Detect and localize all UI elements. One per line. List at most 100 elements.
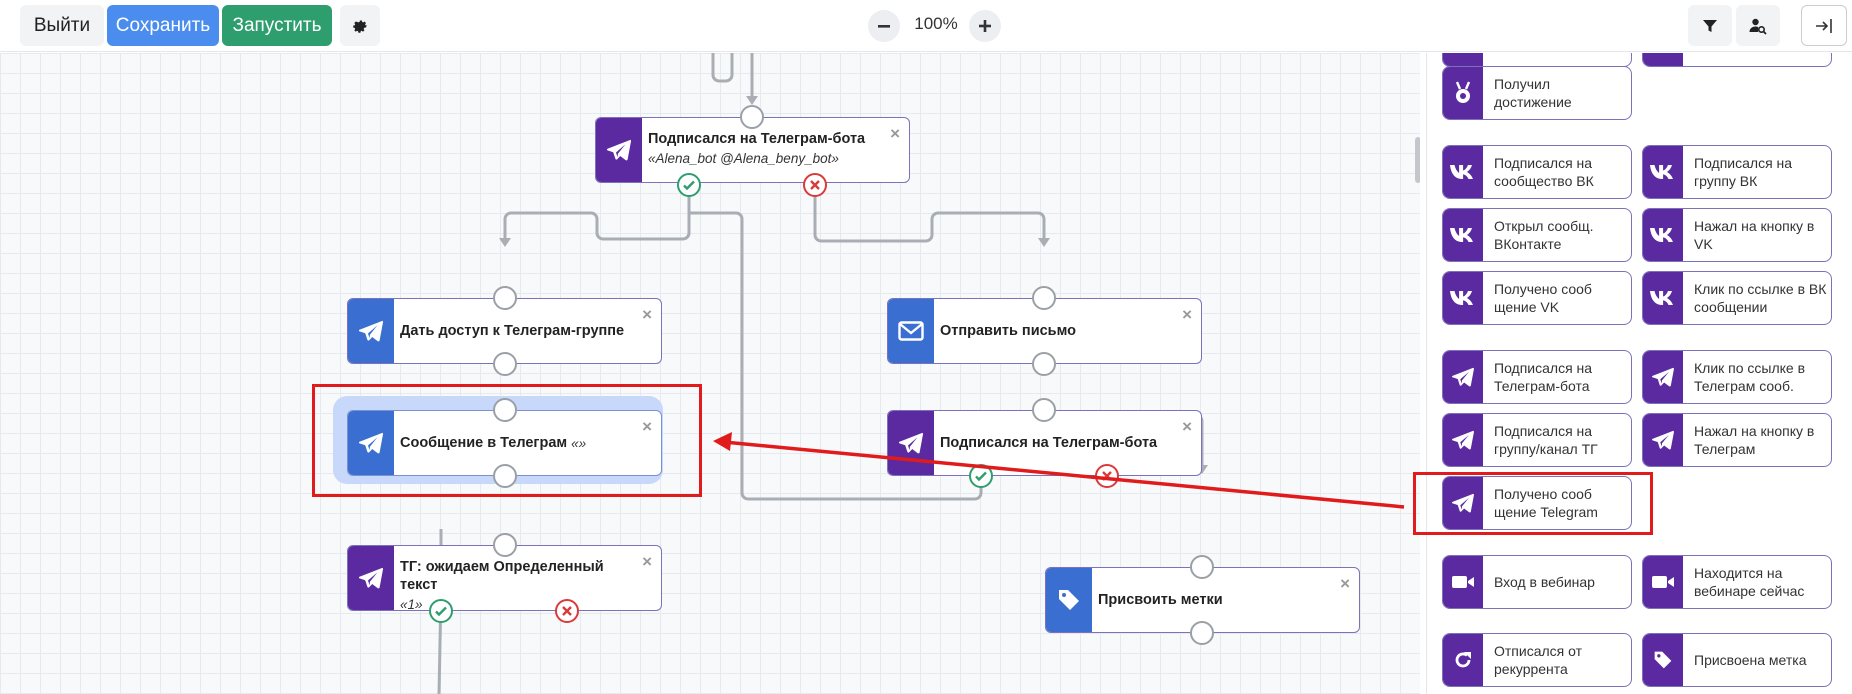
block-card-tag-assigned[interactable]: Присвоена метка xyxy=(1642,633,1832,687)
check-icon xyxy=(975,471,987,482)
block-card-vk-opened-message[interactable]: Открыл сообщ. ВКонтакте xyxy=(1442,208,1632,262)
envelope-icon xyxy=(888,299,934,363)
plus-icon xyxy=(979,20,991,32)
block-card-tg-group-subscribe[interactable]: Подписался на группу/канал ТГ xyxy=(1442,413,1632,467)
block-card-label: Находится на вебинаре сейчас xyxy=(1694,565,1805,599)
close-icon[interactable]: × xyxy=(1182,305,1192,324)
telegram-icon xyxy=(1643,351,1683,403)
close-icon[interactable]: × xyxy=(890,124,900,143)
close-icon[interactable]: × xyxy=(1340,574,1350,593)
block-card-vk-link-click[interactable]: Клик по ссылке в ВК сообщении xyxy=(1642,271,1832,325)
block-card-label: Получено сооб щение Telegram xyxy=(1494,486,1598,520)
tag-icon xyxy=(1046,568,1092,632)
block-card-tg-bot-subscribe[interactable]: Подписался на Телеграм-бота xyxy=(1442,350,1632,404)
blocks-panel: Получил достижение Подписался на сообщес… xyxy=(1426,53,1852,694)
error-port[interactable] xyxy=(803,173,827,197)
block-card-label: Отписался от рекуррента xyxy=(1494,643,1583,677)
node-title: Сообщение в Телеграм xyxy=(400,435,568,451)
telegram-icon xyxy=(348,411,394,475)
telegram-icon xyxy=(1443,477,1483,529)
success-port[interactable] xyxy=(969,464,993,488)
node-subtitle: «Alena_bot @Alena_beny_bot» xyxy=(648,151,839,166)
canvas-scrollbar[interactable] xyxy=(1415,137,1420,183)
block-card-label: Клик по ссылке в Телеграм сооб. xyxy=(1694,360,1806,394)
refresh-icon xyxy=(1443,634,1483,686)
vk-icon xyxy=(1443,146,1483,198)
run-button[interactable]: Запустить xyxy=(222,5,332,46)
video-icon xyxy=(1443,556,1483,608)
error-port[interactable] xyxy=(1095,464,1119,488)
block-card-tg-button-pressed[interactable]: Нажал на кнопку в Телеграм xyxy=(1642,413,1832,467)
highlight-box-canvas xyxy=(312,384,702,497)
block-card-tg-message-received[interactable]: Получено сооб щение Telegram xyxy=(1442,476,1632,530)
block-icon xyxy=(1643,53,1683,66)
save-button[interactable]: Сохранить xyxy=(107,5,219,46)
highlight-box-panel xyxy=(1413,472,1653,535)
block-card-vk-message-received[interactable]: Получено сооб щение VK xyxy=(1442,271,1632,325)
block-card-label: Открыл сообщ. ВКонтакте xyxy=(1494,218,1594,252)
zoom-in-button[interactable] xyxy=(969,10,1001,42)
zoom-out-button[interactable] xyxy=(868,10,900,42)
input-port[interactable] xyxy=(1190,555,1214,579)
telegram-icon xyxy=(1643,414,1683,466)
block-card-label: Подписался на сообщество ВК xyxy=(1494,155,1594,189)
telegram-icon xyxy=(348,546,394,610)
error-port[interactable] xyxy=(555,599,579,623)
node-title: Присвоить метки xyxy=(1098,592,1223,608)
output-port[interactable] xyxy=(493,352,517,376)
settings-button[interactable] xyxy=(340,5,380,46)
block-card-vk-group[interactable]: Подписался на группу ВК xyxy=(1642,145,1832,199)
medal-icon xyxy=(1443,67,1483,119)
gear-icon xyxy=(353,19,368,33)
block-card-label: Подписался на группу/канал ТГ xyxy=(1494,423,1598,457)
close-icon[interactable]: × xyxy=(1182,417,1192,436)
check-icon xyxy=(435,606,447,617)
block-card-label: Вход в вебинар xyxy=(1494,574,1595,590)
telegram-icon xyxy=(1443,414,1483,466)
exit-button[interactable]: Выйти xyxy=(20,5,104,46)
success-port[interactable] xyxy=(429,599,453,623)
block-icon xyxy=(1443,53,1483,66)
input-port[interactable] xyxy=(493,286,517,310)
vk-icon xyxy=(1443,272,1483,324)
block-card-webinar-enter[interactable]: Вход в вебинар xyxy=(1442,555,1632,609)
zoom-level: 100% xyxy=(914,14,958,33)
output-port[interactable] xyxy=(1190,621,1214,645)
node-title: Подписался на Телеграм-бота xyxy=(648,131,866,147)
input-port[interactable] xyxy=(740,105,764,129)
input-port[interactable] xyxy=(493,533,517,557)
x-icon xyxy=(1102,471,1112,481)
close-icon[interactable]: × xyxy=(642,417,652,436)
block-card-webinar-now[interactable]: Находится на вебинаре сейчас xyxy=(1642,555,1832,609)
block-card-label: Нажал на кнопку в Телеграм xyxy=(1694,423,1815,457)
collapse-panel-button[interactable] xyxy=(1801,5,1847,46)
block-card-hidden[interactable] xyxy=(1642,53,1832,67)
close-icon[interactable]: × xyxy=(642,305,652,324)
success-port[interactable] xyxy=(677,173,701,197)
node-subtitle: «» xyxy=(571,435,587,451)
output-port[interactable] xyxy=(1032,352,1056,376)
flow-canvas[interactable]: Подписался на Телеграм-бота «Alena_bot @… xyxy=(0,53,1420,694)
node-tg-wait-text[interactable]: ТГ: ожидаем Определенный текст «1» × xyxy=(347,545,662,612)
close-icon[interactable]: × xyxy=(642,552,652,571)
block-card-label: Подписался на группу ВК xyxy=(1694,155,1793,189)
filter-button[interactable] xyxy=(1688,5,1732,46)
user-search-button[interactable] xyxy=(1736,5,1780,46)
input-port[interactable] xyxy=(493,398,517,422)
block-card-vk-button-pressed[interactable]: Нажал на кнопку в VK xyxy=(1642,208,1832,262)
block-card-vk-community[interactable]: Подписался на сообщество ВК xyxy=(1442,145,1632,199)
telegram-icon xyxy=(348,299,394,363)
block-card-tg-link-click[interactable]: Клик по ссылке в Телеграм сооб. xyxy=(1642,350,1832,404)
output-port[interactable] xyxy=(493,464,517,488)
block-card-label: Подписался на Телеграм-бота xyxy=(1494,360,1593,394)
tag-icon xyxy=(1643,634,1683,686)
input-port[interactable] xyxy=(1032,286,1056,310)
block-card-hidden[interactable] xyxy=(1442,53,1632,67)
block-card-recurrent-unsubscribe[interactable]: Отписался от рекуррента xyxy=(1442,633,1632,687)
block-card-achievement[interactable]: Получил достижение xyxy=(1442,66,1632,120)
input-port[interactable] xyxy=(1032,398,1056,422)
node-tg-bot-subscribe-top[interactable]: Подписался на Телеграм-бота «Alena_bot @… xyxy=(595,117,910,183)
user-search-icon xyxy=(1749,18,1767,35)
node-title: Отправить письмо xyxy=(940,323,1076,339)
vk-icon xyxy=(1643,272,1683,324)
